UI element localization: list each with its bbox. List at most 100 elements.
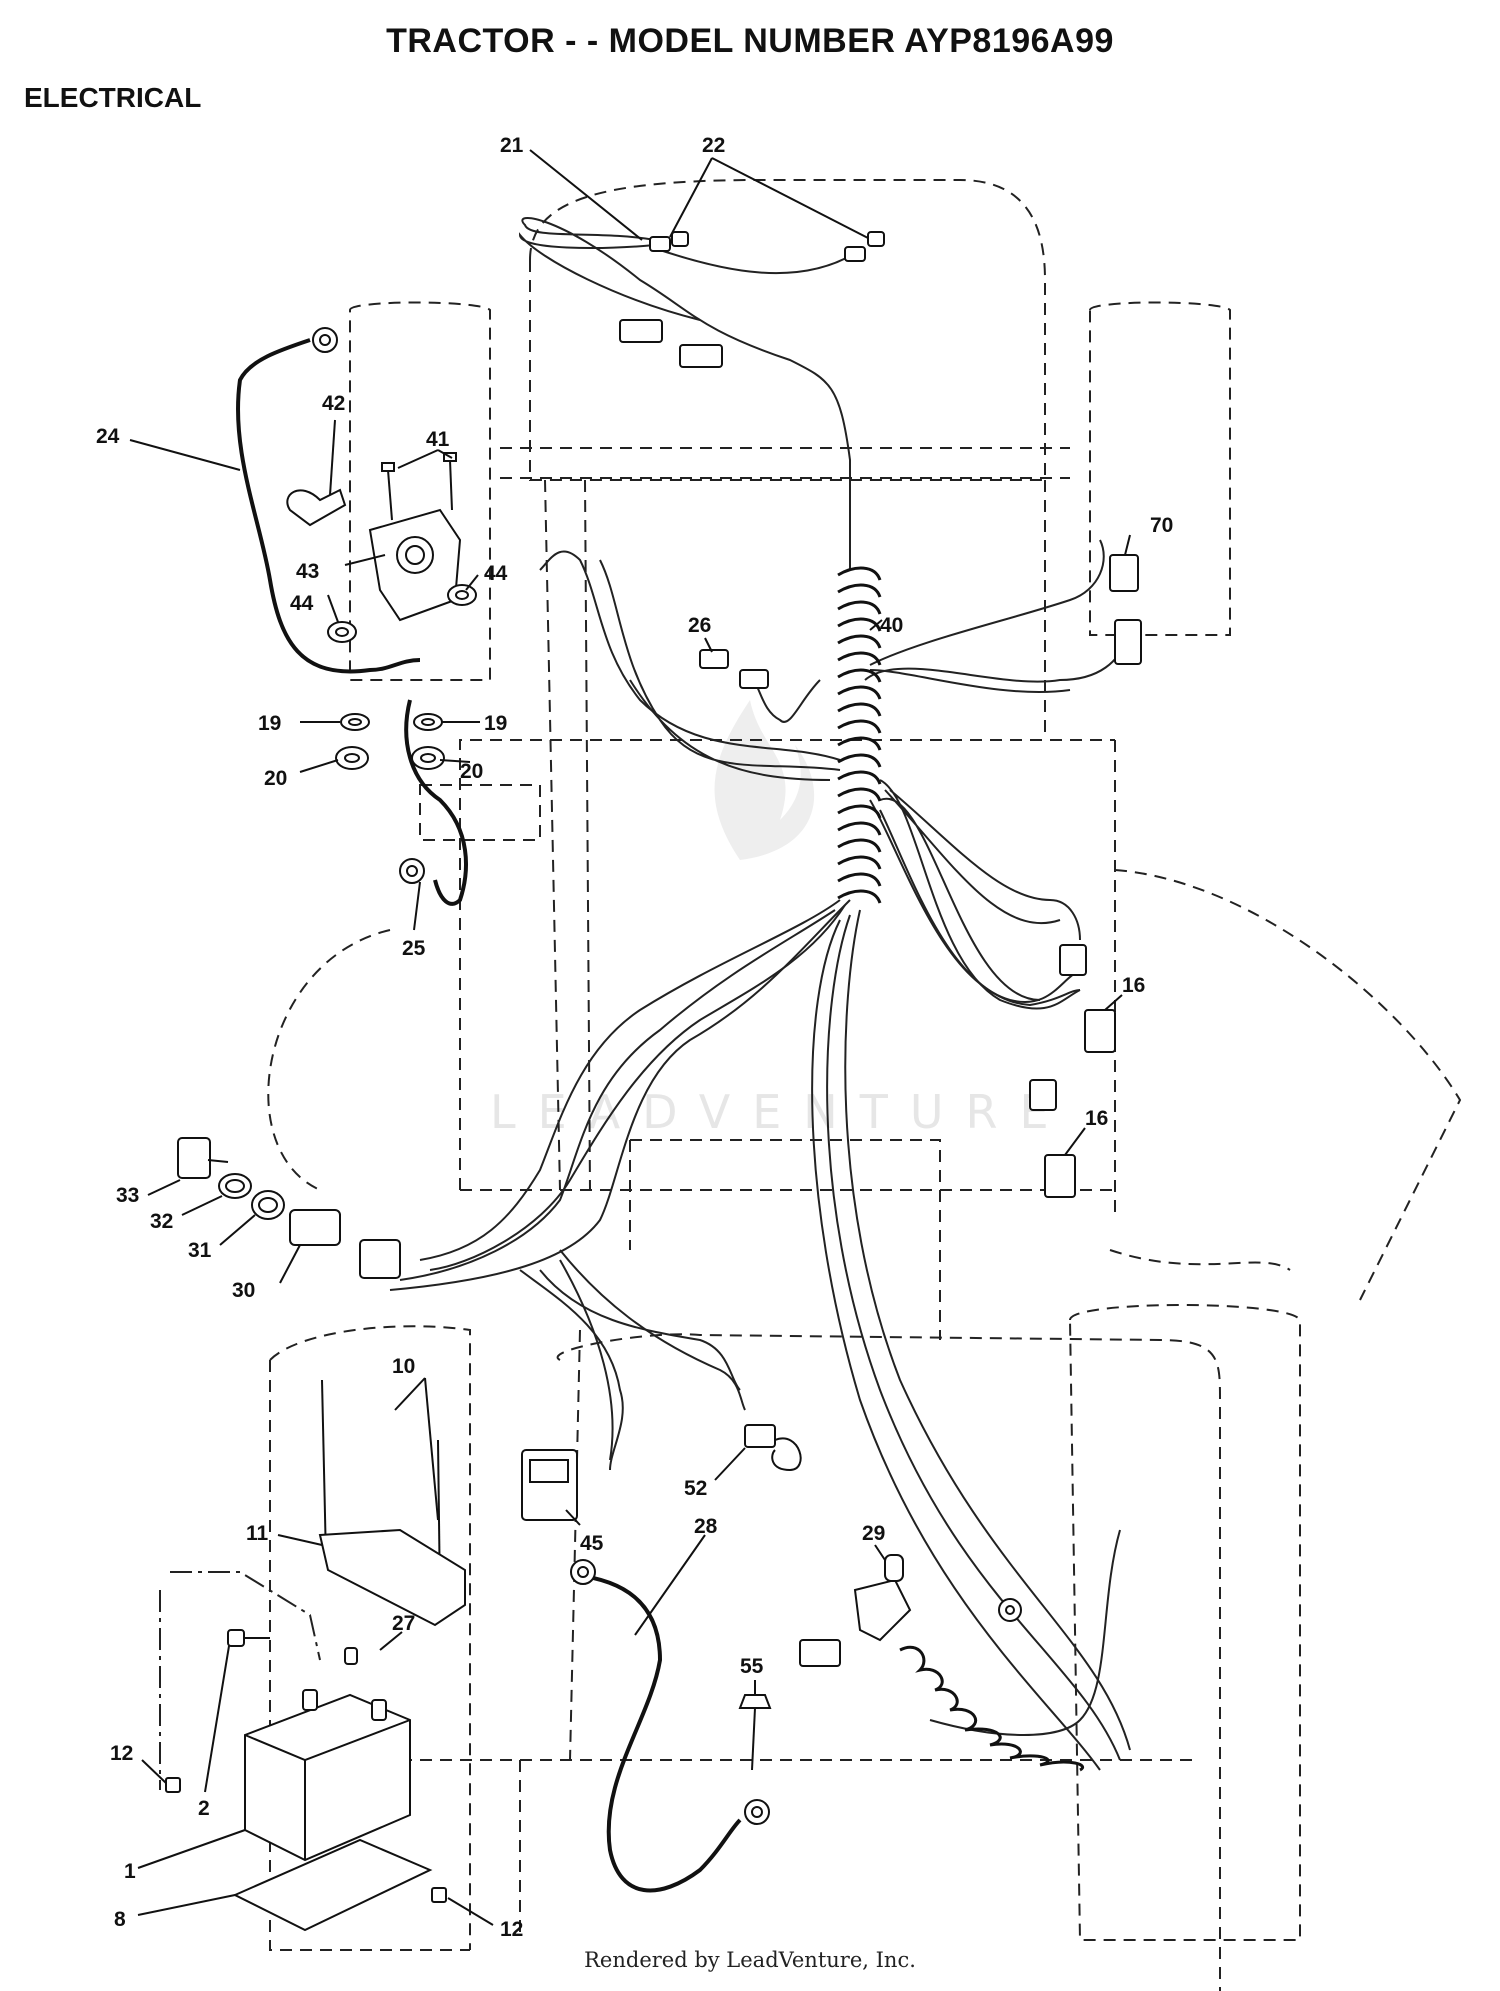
bracket-outline	[419, 784, 541, 841]
callout-44-right: 44	[484, 562, 508, 585]
switch-16-upper	[1059, 944, 1116, 1053]
battery-tray-outline	[269, 1325, 471, 1951]
fender-outline	[629, 1139, 941, 1340]
ring-terminal-28b	[744, 1799, 770, 1825]
callout-32: 32	[150, 1210, 173, 1233]
right-switch-wire	[879, 779, 1081, 1010]
front-axle	[500, 447, 1070, 479]
harness-lower-branch	[519, 1269, 741, 1471]
callout-2: 2	[198, 1797, 210, 1820]
hourmeter-45	[521, 1449, 578, 1521]
bolt-41	[381, 452, 457, 521]
callout-70: 70	[1150, 514, 1173, 537]
module-wire	[869, 539, 1105, 666]
harness-main-bundle-2	[429, 904, 846, 1271]
callout-29: 29	[862, 1522, 885, 1545]
nut-44-right	[447, 584, 477, 606]
callout-30: 30	[232, 1279, 255, 1302]
nut-32	[218, 1173, 252, 1199]
ignition-switch-30	[289, 1209, 401, 1279]
left-frame-lower	[519, 1329, 581, 1940]
light-wire-2	[518, 232, 701, 321]
rh-upper-wire	[879, 789, 1061, 1001]
frame-left-rail	[544, 479, 591, 1191]
callout-45: 45	[580, 1532, 604, 1555]
callout-12-right: 12	[500, 1918, 523, 1941]
nut-44-left	[327, 621, 357, 643]
tractor-outline	[159, 179, 1462, 1991]
connector-70	[1109, 554, 1142, 665]
light-socket-22a	[649, 231, 689, 252]
left-harness-branch-2	[599, 559, 841, 781]
headlight-wire	[659, 249, 861, 275]
harness-main-bundle-1	[419, 899, 841, 1261]
part-27	[344, 1647, 358, 1665]
seat-deck-outline	[267, 869, 1462, 1301]
bolt-55	[738, 1694, 772, 1771]
callouts: 21 22 24 42 41 43 44 44 19 20 19 20 25 2…	[96, 134, 1173, 1941]
callout-11: 11	[246, 1522, 269, 1545]
nut-20-left	[335, 746, 369, 770]
diagram-title: TRACTOR - - MODEL NUMBER AYP8196A99	[386, 22, 1114, 60]
section-label: ELECTRICAL	[24, 82, 202, 113]
clip-12a	[165, 1777, 181, 1793]
battery-cables	[235, 338, 742, 1893]
wiring-harness	[389, 216, 1131, 1771]
harness-main-bundle-4	[389, 899, 851, 1291]
seat-switch-wire-2	[879, 809, 1081, 1007]
callout-41: 41	[426, 428, 450, 451]
callout-20-left: 20	[264, 767, 287, 790]
connector-headlight	[619, 319, 723, 368]
callout-21: 21	[500, 134, 524, 157]
callout-19-left: 19	[258, 712, 281, 735]
callout-28: 28	[694, 1515, 718, 1538]
solenoid-43	[368, 508, 462, 622]
bolt-2	[227, 1629, 270, 1647]
watermark-flame-icon	[714, 700, 815, 860]
left-front-wheel	[349, 301, 491, 681]
leader-lines	[129, 149, 1131, 1926]
body-panel	[459, 739, 1115, 1191]
left-harness-branch	[539, 550, 841, 761]
callout-33: 33	[116, 1184, 139, 1207]
callout-20-right: 20	[460, 760, 483, 783]
fuse-26	[699, 649, 769, 689]
callout-42: 42	[322, 392, 345, 415]
dash-chain-line	[159, 1571, 321, 1790]
callout-40: 40	[880, 614, 903, 637]
bezel-31	[251, 1190, 285, 1220]
callout-31: 31	[188, 1239, 212, 1262]
rear-deck	[556, 1333, 1221, 1991]
cable-24	[235, 338, 421, 674]
callout-8: 8	[114, 1908, 126, 1931]
ground-lead-3	[844, 909, 1131, 1751]
boot-42	[286, 488, 347, 527]
light-wire	[521, 216, 851, 570]
ground-lead	[811, 919, 1101, 1771]
footer-credit: Rendered by LeadVenture, Inc.	[584, 1948, 916, 1972]
callout-1: 1	[124, 1860, 136, 1883]
pto-wire	[864, 639, 1126, 694]
seat-switch-wire	[869, 799, 1081, 1003]
conduit-coil-body	[837, 566, 882, 904]
hood-outline	[529, 179, 1046, 481]
ring-terminal-25	[399, 858, 425, 884]
components	[165, 231, 1142, 1932]
key-33	[177, 1137, 229, 1179]
callout-16-lower: 16	[1085, 1107, 1108, 1130]
ground-lead-2	[826, 914, 1121, 1761]
switch-16-lower	[1029, 1079, 1076, 1198]
callout-44-left: 44	[290, 592, 314, 615]
callout-12-left: 12	[110, 1742, 133, 1765]
watermark-text: LEADVENTURE	[490, 1085, 1071, 1139]
cable-28	[574, 1573, 742, 1893]
callout-52: 52	[684, 1477, 707, 1500]
right-front-wheel	[1089, 301, 1231, 636]
washer-19-left	[340, 713, 370, 731]
conduit-coil	[837, 566, 1084, 1772]
callout-10: 10	[392, 1355, 415, 1378]
callout-27: 27	[392, 1612, 415, 1635]
light-socket-22b	[844, 231, 885, 262]
callout-26: 26	[688, 614, 711, 637]
